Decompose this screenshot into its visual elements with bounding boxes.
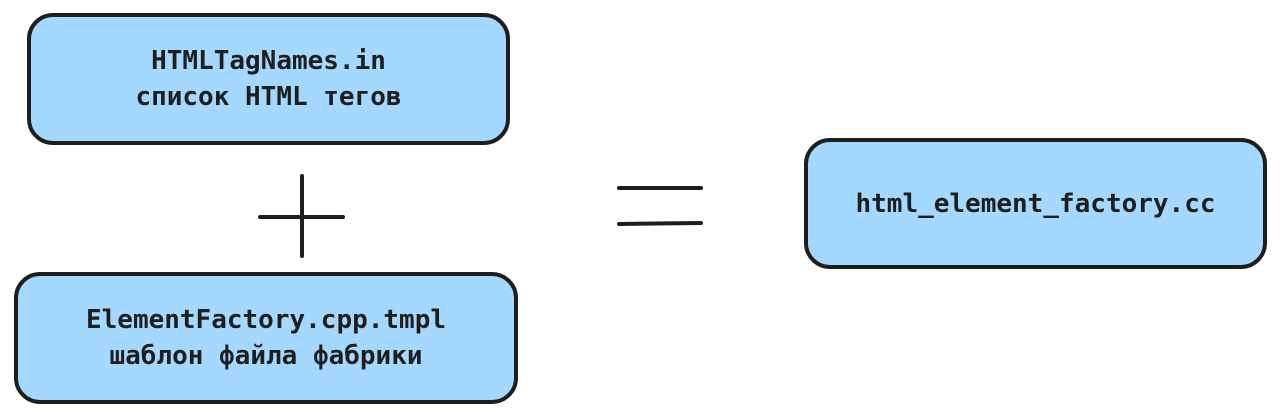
html-tag-names-box: HTMLTagNames.in список HTML тегов [27, 13, 510, 145]
element-factory-template-box: ElementFactory.cpp.tmpl шаблон файла фаб… [14, 272, 518, 404]
element-factory-template-description: шаблон файла фабрики [109, 341, 423, 371]
plus-icon [258, 174, 345, 258]
html-element-factory-output-box: html_element_factory.cc [804, 138, 1267, 269]
html-tag-names-filename: HTMLTagNames.in [151, 46, 386, 76]
html-element-factory-filename: html_element_factory.cc [855, 188, 1216, 219]
element-factory-template-filename: ElementFactory.cpp.tmpl [85, 305, 447, 335]
html-tag-names-description: список HTML тегов [135, 82, 402, 112]
equals-icon [617, 186, 703, 226]
